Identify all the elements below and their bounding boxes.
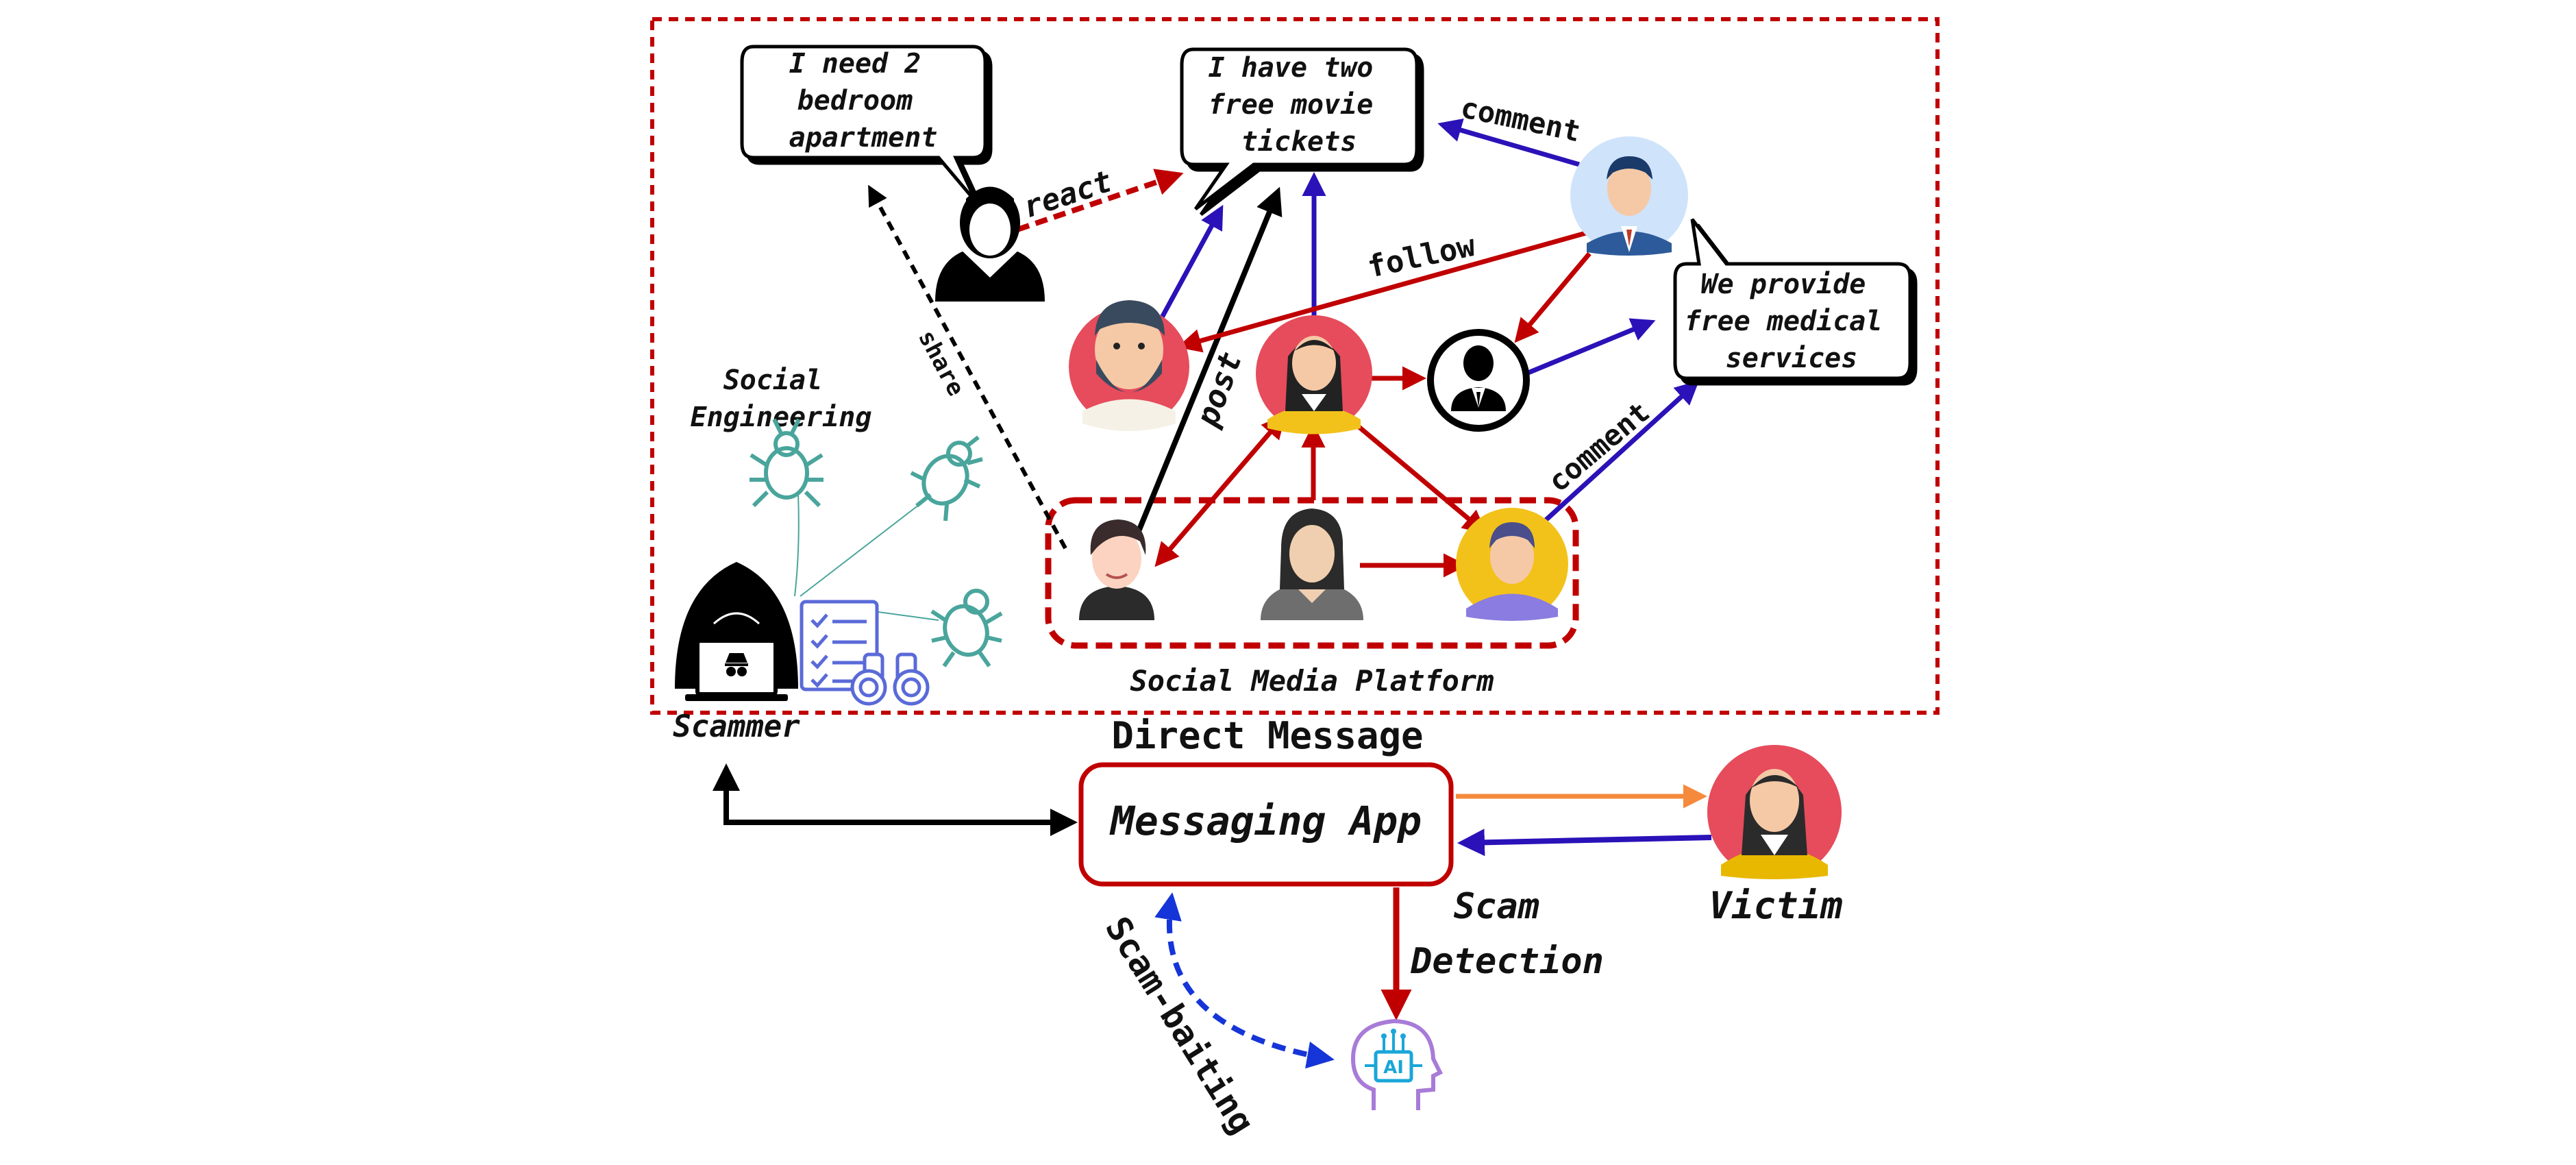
binoculars-icon	[850, 652, 930, 706]
avatar-yellow-man	[1456, 508, 1568, 621]
bubble-apartment: I need 2 bedroom apartment	[740, 45, 987, 204]
scam-detection-label: Scam Detection	[1410, 886, 1604, 982]
ai-head-icon: AI	[1350, 1018, 1444, 1110]
social-engineering-line-2: Engineering	[691, 402, 872, 433]
edge-center-boy	[1154, 414, 1286, 567]
direct-message-label: Direct Message	[1111, 714, 1423, 757]
scammer-label: Scammer	[673, 709, 800, 744]
scam-detection-line-1: Scam	[1454, 886, 1539, 927]
edge-react	[1016, 169, 1184, 232]
bubble-apartment-line-2: bedroom	[797, 85, 913, 116]
messaging-app-label: Messaging App	[1109, 798, 1422, 844]
victim-label: Victim	[1709, 884, 1842, 927]
edge-follow	[1177, 230, 1587, 353]
social-media-outer-boundary	[650, 17, 1940, 715]
avatar-bearded-man	[1069, 300, 1189, 431]
avatar-victim	[1707, 745, 1842, 879]
edge-label-comment-mid: comment	[1541, 395, 1656, 498]
edge-scam-baiting	[1154, 892, 1335, 1069]
bubble-apartment-line-1: I need 2	[789, 48, 921, 79]
avatar-boy	[1079, 519, 1154, 620]
bubble-tickets-line-2: free movie	[1209, 89, 1374, 121]
edge-label-react: react	[1019, 164, 1117, 225]
checklist-icon	[800, 600, 879, 691]
edge-bearded-to-tickets	[1159, 204, 1224, 320]
bubble-medical-line-3: services	[1726, 343, 1858, 374]
edge-label-share: share	[913, 326, 969, 400]
bubble-tickets: I have two free movie tickets	[1180, 47, 1419, 210]
edge-victim-to-messaging	[1457, 829, 1712, 857]
avatar-center-woman	[1256, 315, 1372, 434]
edge-comment-top	[1437, 118, 1580, 167]
bubble-apartment-line-3: apartment	[789, 122, 938, 154]
social-engineering-label: Social Engineering	[691, 365, 872, 433]
avatar-woman-silhouette	[935, 186, 1045, 302]
scam-baiting-label: Scam-baiting	[1098, 910, 1263, 1141]
bubble-tickets-line-3: tickets	[1241, 126, 1357, 158]
bubble-medical-line-2: free medical	[1684, 306, 1882, 337]
svg-text:I have two free movie: I have two free movie tickets	[1209, 52, 1390, 158]
scam-detection-line-2: Detection	[1410, 941, 1604, 982]
bubble-medical-line-1: We provide	[1701, 269, 1866, 300]
ai-icon-text: AI	[1383, 1057, 1404, 1078]
edge-share	[868, 184, 1067, 550]
edge-business-to-suit	[1514, 252, 1592, 343]
svg-text:I need 2 bedroom a: I need 2 bedroom apartment	[789, 48, 938, 154]
scammer-hacker-icon	[675, 562, 798, 701]
avatar-businessman	[1570, 136, 1688, 256]
bug-icon-3	[930, 589, 1003, 667]
edge-center-to-yellow	[1354, 423, 1487, 535]
edge-scammer-messaging	[713, 763, 1078, 836]
bubble-medical: We provide free medical services	[1673, 218, 1912, 380]
edge-label-follow: follow	[1365, 228, 1479, 285]
edge-suit-to-medical	[1525, 318, 1656, 376]
edge-comment-mid	[1543, 380, 1700, 523]
bug-icon-2	[910, 435, 983, 522]
platform-caption: Social Media Platform	[1130, 664, 1494, 698]
svg-text:We provide free medical: We provide free medical services	[1684, 269, 1898, 374]
bug-icon-1	[750, 418, 823, 508]
avatar-grey-woman	[1261, 508, 1363, 620]
social-engineering-line-1: Social	[723, 365, 823, 396]
bubble-tickets-line-1: I have two	[1209, 52, 1374, 84]
edge-label-comment-top: comment	[1458, 90, 1583, 149]
avatar-man-in-suit	[1427, 329, 1530, 432]
messaging-app-box[interactable]	[1078, 762, 1454, 887]
